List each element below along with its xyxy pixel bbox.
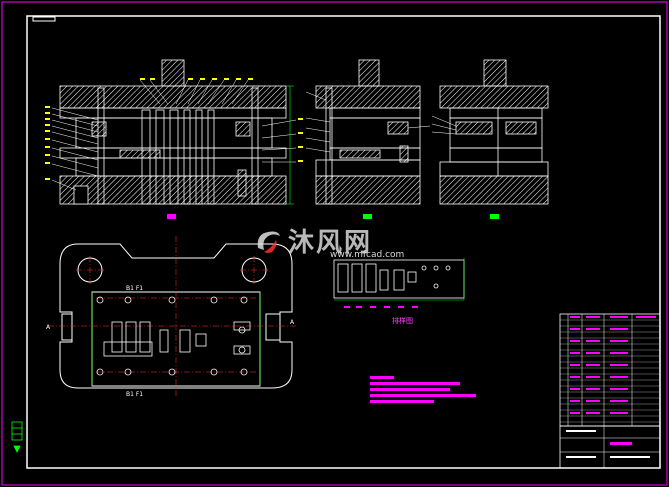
right-section-view bbox=[439, 59, 549, 205]
strip-layout bbox=[333, 259, 465, 299]
section-marker-2 bbox=[363, 214, 372, 219]
drawing-frame bbox=[26, 15, 661, 469]
technical-notes bbox=[370, 376, 476, 403]
plan-centerlines bbox=[48, 236, 296, 396]
section-label-bottom: B1 F1 bbox=[126, 391, 143, 398]
section-label-top: B1 F1 bbox=[126, 285, 143, 292]
plan-punch-parts bbox=[103, 321, 251, 357]
strip-dimensions bbox=[334, 258, 465, 301]
plan-dimensions bbox=[91, 292, 261, 386]
leader-numbers bbox=[45, 78, 303, 180]
watermark-logo-icon bbox=[257, 231, 280, 253]
leader-lines-left bbox=[51, 79, 297, 191]
side-section-view bbox=[315, 59, 421, 205]
corner-tag bbox=[32, 16, 56, 22]
watermark-url: www.mfcad.com bbox=[330, 250, 405, 260]
margin-marks bbox=[11, 421, 23, 453]
section-marker-1 bbox=[167, 214, 176, 219]
watermark-brand: 沐风网 bbox=[288, 228, 373, 258]
leader-lines-right bbox=[431, 115, 457, 135]
height-dimension bbox=[286, 85, 294, 205]
strip-caption: 排样图 bbox=[392, 316, 413, 325]
parts-list bbox=[559, 313, 661, 427]
title-block bbox=[559, 425, 661, 469]
leader-lines-middle bbox=[305, 91, 431, 153]
section-marker-left: A bbox=[46, 324, 51, 331]
plan-holes bbox=[96, 296, 248, 376]
section-marker-right: A bbox=[290, 319, 295, 326]
section-marker-3 bbox=[490, 214, 499, 219]
watermark: 沐风网 bbox=[252, 222, 372, 259]
front-section-view bbox=[59, 59, 287, 205]
strip-dim-labels bbox=[344, 306, 418, 308]
